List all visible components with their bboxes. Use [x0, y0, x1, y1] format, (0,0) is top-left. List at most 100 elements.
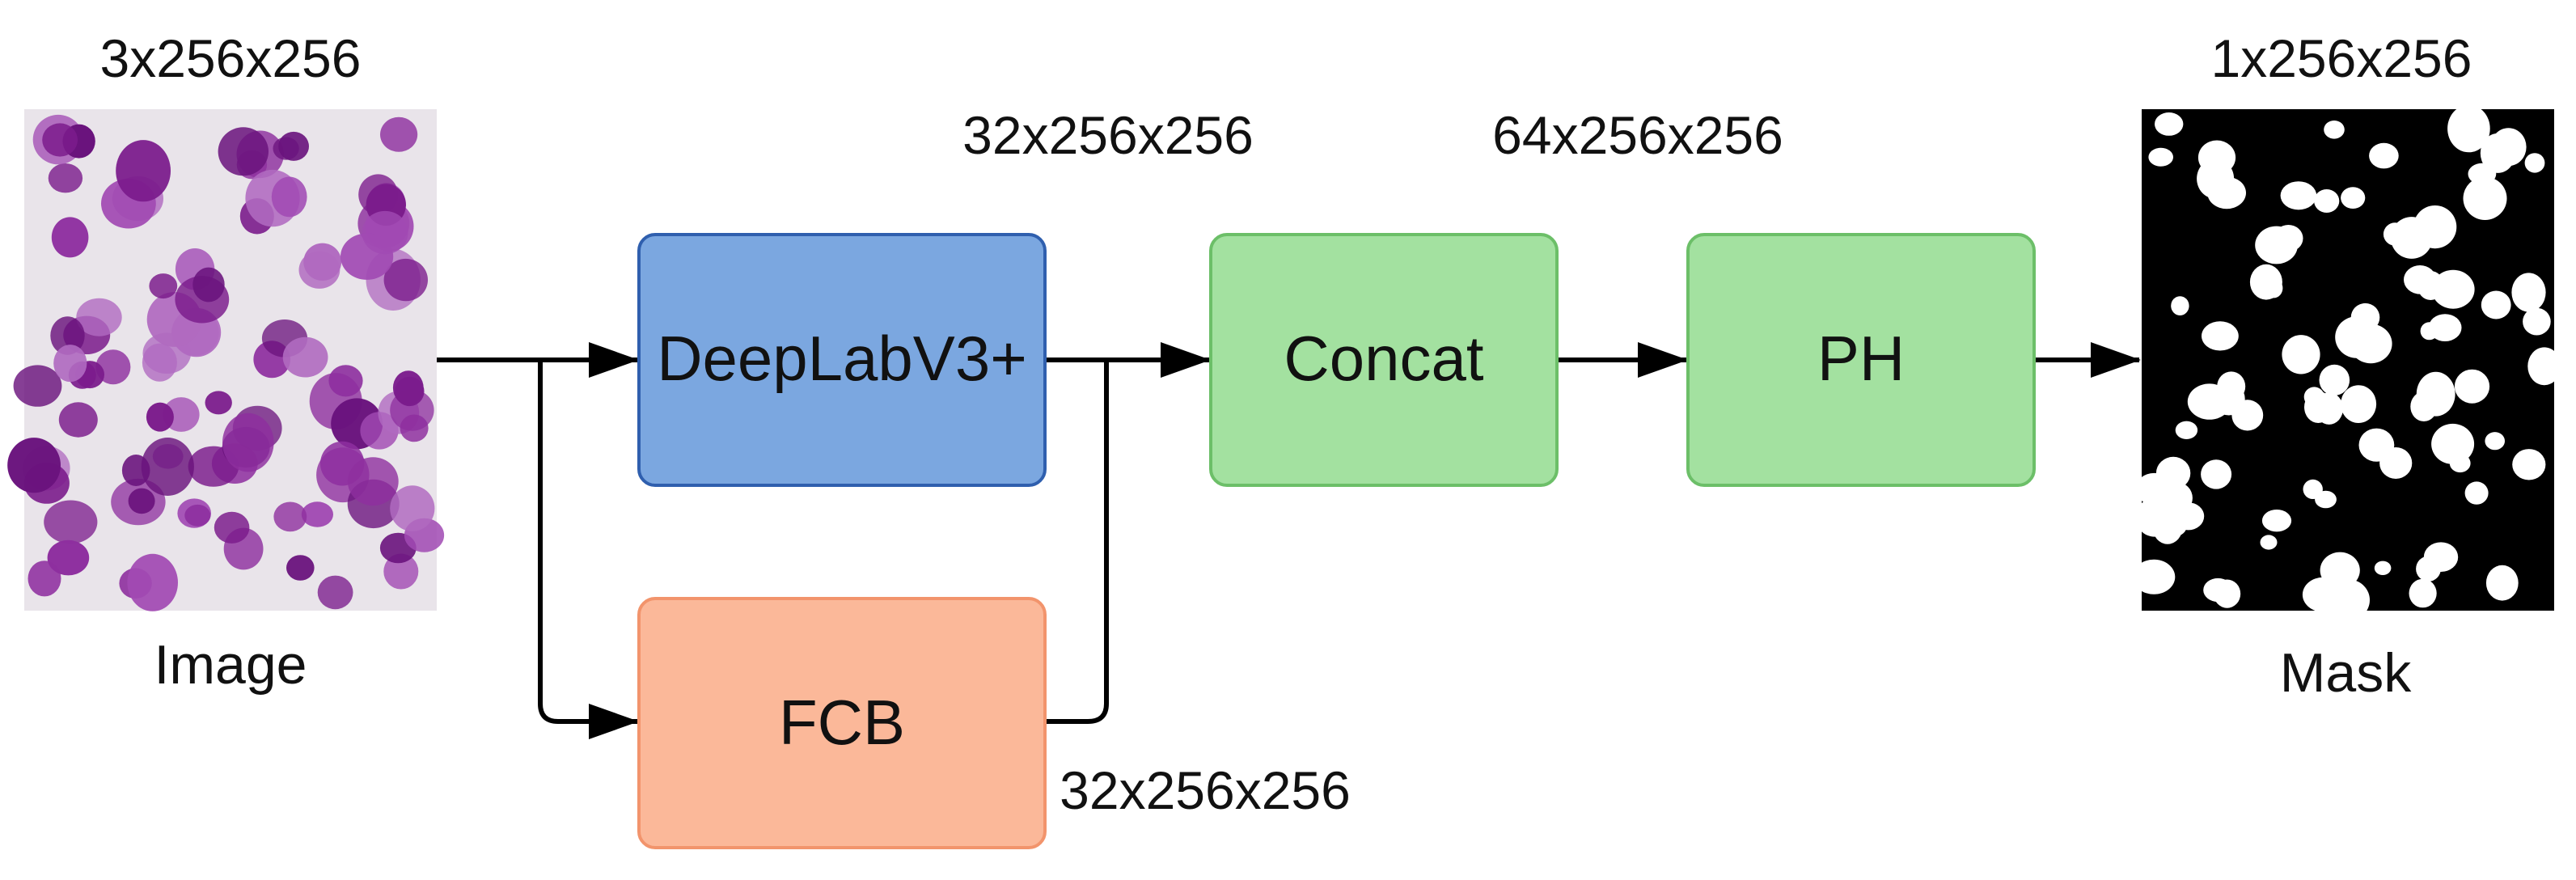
mask-blob [2302, 577, 2345, 612]
mask-blob [2171, 296, 2189, 315]
mask-blob [2175, 421, 2198, 439]
cell-blob [116, 140, 171, 202]
mask-blob [2410, 391, 2438, 421]
cell-blob [303, 243, 342, 281]
mask-blob [2148, 147, 2173, 167]
deeplab-output-dims: 32x256x256 [962, 105, 1254, 165]
mask-blob [2374, 561, 2392, 575]
mask-blob [2454, 369, 2490, 404]
mask-blob [2358, 428, 2395, 462]
mask-blob [2409, 578, 2437, 608]
mask-blob [2319, 364, 2350, 396]
mask-blob [2527, 347, 2561, 386]
mask-blob [2447, 104, 2490, 153]
cell-blob [205, 391, 232, 415]
input-dims-label: 3x256x256 [100, 28, 362, 88]
mask-blob [2390, 217, 2433, 259]
mask-blob [2463, 176, 2507, 220]
mask-blob [2490, 128, 2527, 167]
mask-blob [2417, 271, 2444, 300]
concat-block: Concat [1209, 233, 1559, 487]
mask-blob [2215, 395, 2233, 408]
output-mask-image [2132, 104, 2561, 621]
mask-blob [2296, 189, 2316, 205]
cell-blob [42, 123, 78, 157]
mask-blob [2512, 449, 2546, 480]
mask-blob [2511, 273, 2546, 312]
cell-blob [301, 501, 333, 527]
cell-blob [44, 500, 98, 544]
arrow-image-to-fcb [538, 360, 639, 739]
cell-blob [47, 539, 90, 576]
mask-blob [2207, 176, 2247, 209]
concat-label: Concat [1284, 323, 1483, 394]
mask-blob [2524, 153, 2545, 173]
mask-blob [2203, 578, 2233, 603]
mask-blob [2315, 392, 2343, 425]
ph-block: PH [1686, 233, 2036, 487]
mask-blob [2260, 535, 2278, 550]
mask-blob [2341, 187, 2366, 209]
concat-output-dims: 64x256x256 [1492, 105, 1783, 165]
cell-blob [328, 365, 363, 397]
mask-blob [2202, 321, 2239, 351]
cell-blob [390, 485, 435, 531]
cell-blob [7, 438, 61, 493]
cell-blob [146, 402, 174, 432]
mask-blob [2303, 479, 2323, 500]
mask-blob [2464, 481, 2489, 505]
cell-blob [347, 457, 399, 506]
deeplab-block: DeepLabV3+ [637, 233, 1047, 487]
mask-blob [2485, 565, 2519, 601]
output-dims-label: 1x256x256 [2211, 28, 2472, 88]
cell-blob [128, 488, 155, 514]
mask-blob [2431, 423, 2475, 464]
cell-blob [380, 116, 418, 152]
cell-blob [317, 575, 353, 610]
cell-blob [358, 174, 398, 215]
cell-blob [142, 343, 177, 382]
cell-blob [273, 501, 307, 532]
mask-blob [2350, 324, 2392, 364]
mask-blob [2282, 335, 2320, 374]
mask-blob [2523, 307, 2551, 336]
cell-blob [214, 511, 250, 544]
mask-blob [2197, 140, 2236, 175]
cell-blob [392, 370, 424, 405]
cell-blob [76, 298, 122, 336]
mask-blob [2135, 472, 2173, 506]
cell-blob [383, 258, 428, 302]
mask-blob [2314, 189, 2340, 213]
fcb-block: FCB [637, 597, 1047, 849]
cell-blob [192, 267, 225, 302]
arrow-fcb-to-concat [1045, 360, 1109, 724]
cell-blob [13, 365, 62, 407]
ph-label: PH [1817, 323, 1905, 394]
mask-blob [2132, 559, 2176, 594]
cell-blob [53, 345, 87, 383]
cell-blob [127, 553, 178, 611]
mask-blob [2172, 502, 2205, 531]
input-image [7, 109, 445, 611]
cell-blob [50, 316, 85, 355]
cell-blob [149, 273, 178, 299]
cell-blob [27, 561, 61, 597]
cell-blob [278, 131, 309, 161]
cell-blob [282, 336, 328, 378]
deeplab-label: DeepLabV3+ [657, 323, 1027, 394]
mask-blob [2420, 322, 2439, 341]
cell-blob [95, 349, 131, 385]
cell-blob [286, 555, 315, 581]
mask-blob [2481, 290, 2511, 319]
cell-blob [48, 163, 83, 193]
mask-blob [2155, 112, 2184, 136]
output-caption: Mask [2280, 642, 2412, 704]
fcb-label: FCB [779, 687, 905, 758]
cell-blob [58, 402, 98, 438]
mask-blob [2324, 121, 2345, 139]
fcb-output-dims: 32x256x256 [1060, 760, 1351, 820]
mask-blob [2341, 385, 2377, 423]
input-caption: Image [154, 634, 307, 696]
mask-blob [2274, 225, 2303, 252]
